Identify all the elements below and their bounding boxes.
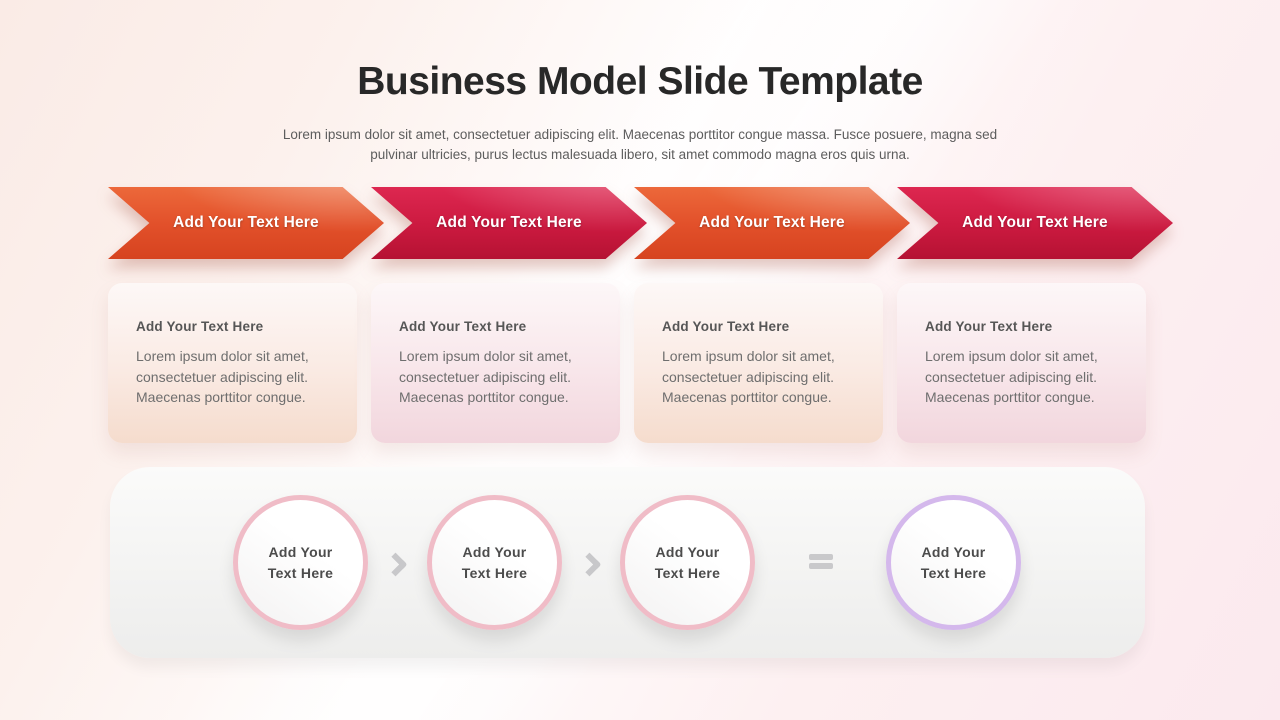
- circle-text-line-1: Add Your: [921, 543, 986, 560]
- arrow-banner-2[interactable]: Add Your Text Here: [371, 187, 647, 259]
- circle-text-line-2: Text Here: [654, 564, 721, 581]
- card-title: Add Your Text Here: [662, 319, 790, 334]
- card-body: Lorem ipsum dolor sit amet, consectetuer…: [662, 348, 835, 405]
- text-card-3[interactable]: Add Your Text Here Lorem ipsum dolor sit…: [634, 283, 883, 443]
- subtitle-line-1: Lorem ipsum dolor sit amet, consectetuer…: [282, 127, 998, 142]
- subtitle: Lorem ipsum dolor sit amet, consectetuer…: [0, 125, 1280, 164]
- arrow-shape: Add Your Text Here: [371, 187, 647, 259]
- arrow-shape: Add Your Text Here: [634, 187, 910, 259]
- circle-text-line-2: Text Here: [461, 564, 528, 581]
- chevron-right-icon: [383, 552, 408, 577]
- circle-text-line-2: Text Here: [267, 564, 334, 581]
- text-card-1[interactable]: Add Your Text Here Lorem ipsum dolor sit…: [108, 283, 357, 443]
- arrow-label: Add Your Text Here: [962, 214, 1108, 231]
- circle-text-line-1: Add Your: [462, 543, 527, 560]
- card-title: Add Your Text Here: [399, 319, 527, 334]
- process-circle-2[interactable]: Add Your Text Here: [427, 495, 562, 630]
- process-circle-3[interactable]: Add Your Text Here: [620, 495, 755, 630]
- circle-text-line-1: Add Your: [655, 543, 720, 560]
- card-title: Add Your Text Here: [925, 319, 1053, 334]
- card-title: Add Your Text Here: [136, 319, 264, 334]
- arrow-label: Add Your Text Here: [436, 214, 582, 231]
- card-body: Lorem ipsum dolor sit amet, consectetuer…: [925, 348, 1098, 405]
- arrow-banner-4[interactable]: Add Your Text Here: [897, 187, 1173, 259]
- page-title: Business Model Slide Template: [357, 60, 923, 103]
- card-body: Lorem ipsum dolor sit amet, consectetuer…: [136, 348, 309, 405]
- text-card-4[interactable]: Add Your Text Here Lorem ipsum dolor sit…: [897, 283, 1146, 443]
- card-body: Lorem ipsum dolor sit amet, consectetuer…: [399, 348, 572, 405]
- equals-icon: [809, 554, 833, 572]
- arrow-label: Add Your Text Here: [173, 214, 319, 231]
- arrow-banner-1[interactable]: Add Your Text Here: [108, 187, 384, 259]
- chevron-right-icon: [577, 552, 602, 577]
- arrow-shape: Add Your Text Here: [897, 187, 1173, 259]
- circle-text-line-1: Add Your: [268, 543, 333, 560]
- subtitle-line-2: pulvinar ultricies, purus lectus malesua…: [370, 146, 910, 162]
- process-circle-1[interactable]: Add Your Text Here: [233, 495, 368, 630]
- text-card-2[interactable]: Add Your Text Here Lorem ipsum dolor sit…: [371, 283, 620, 443]
- circle-text-line-2: Text Here: [920, 564, 987, 581]
- arrow-shape: Add Your Text Here: [108, 187, 384, 259]
- arrow-label: Add Your Text Here: [699, 214, 845, 231]
- arrow-banner-3[interactable]: Add Your Text Here: [634, 187, 910, 259]
- process-circle-4[interactable]: Add Your Text Here: [886, 495, 1021, 630]
